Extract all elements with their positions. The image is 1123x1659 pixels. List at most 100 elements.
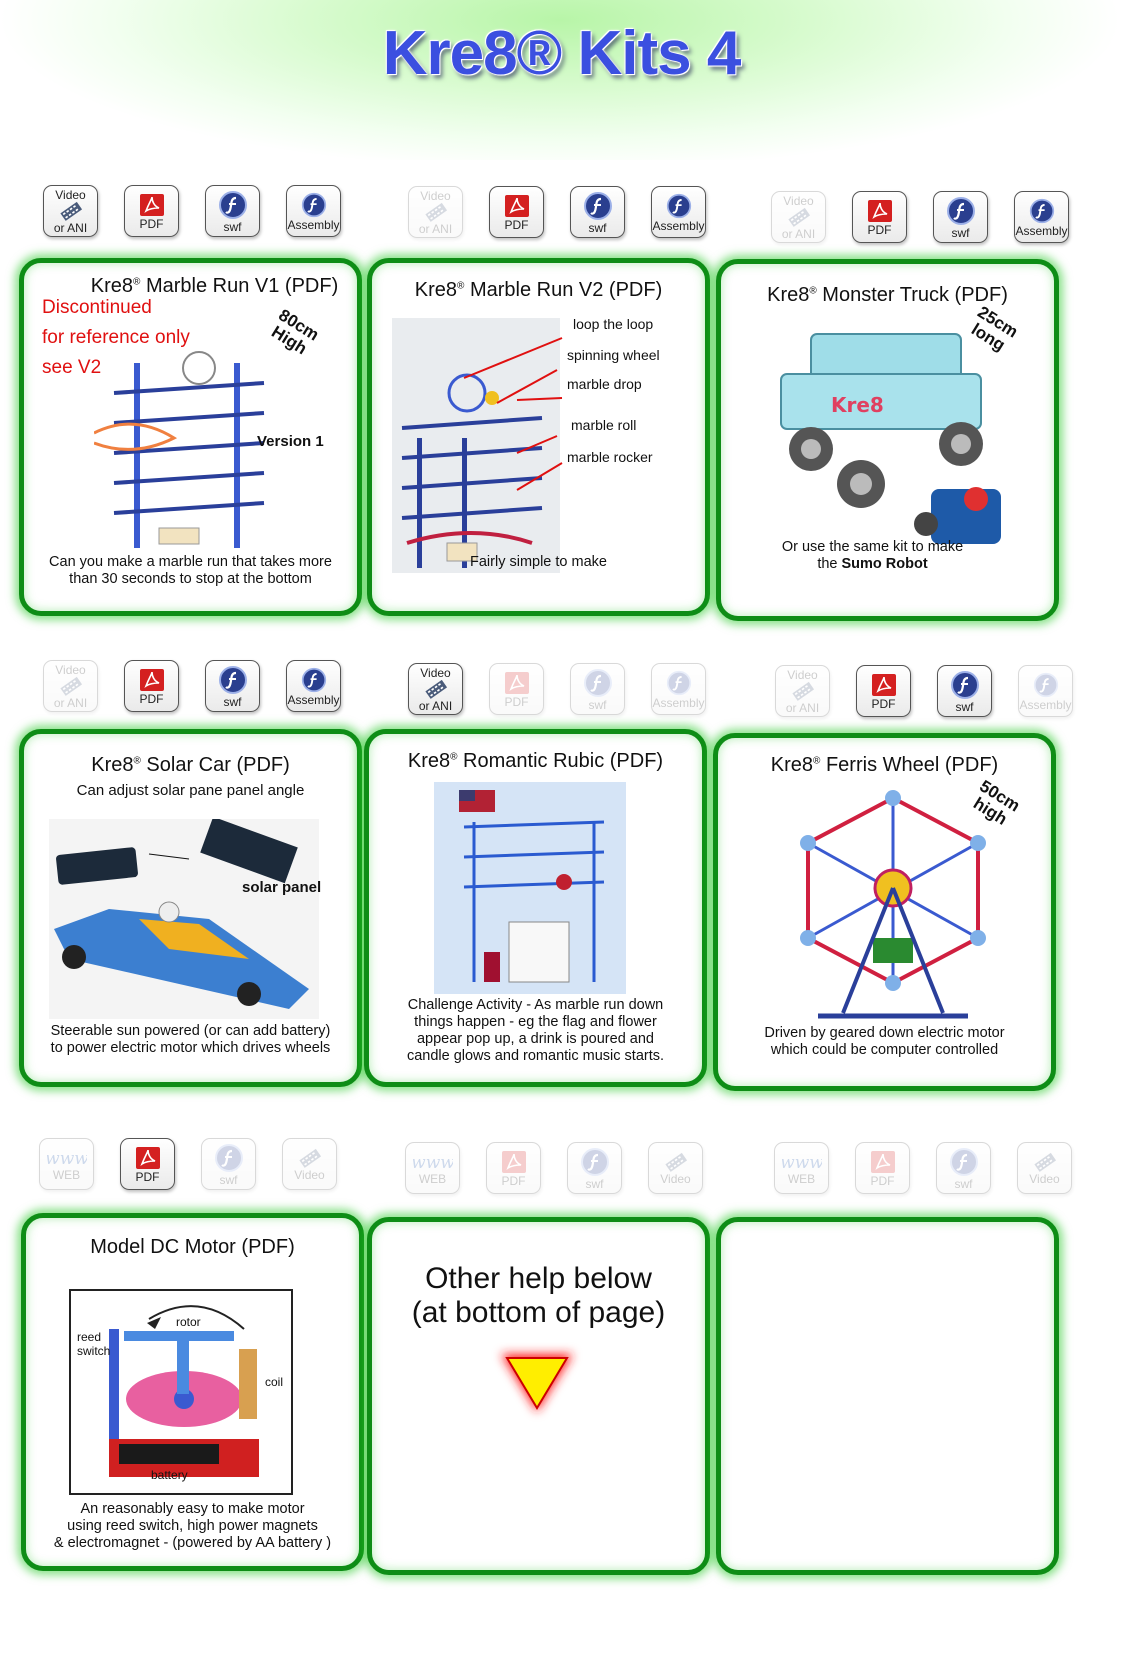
pdf-icon <box>133 1146 163 1170</box>
toolbar-other-help: WEB PDF swf Video <box>405 1142 703 1194</box>
pdf-button[interactable]: PDF <box>852 191 907 243</box>
swf-button: swf <box>936 1142 991 1194</box>
toolbar-dc-motor: WEB PDF swf Video <box>39 1138 337 1190</box>
flash-icon <box>218 190 248 220</box>
solar-car-photo <box>49 819 319 1019</box>
marble-run-v2-photo <box>392 318 560 573</box>
flash-icon <box>583 668 613 698</box>
solar-panel-label: solar panel <box>242 879 322 896</box>
video-icon <box>58 676 84 696</box>
web-icon <box>47 1148 87 1168</box>
swf-button[interactable]: swf <box>933 191 988 243</box>
pdf-icon <box>865 199 895 223</box>
flash-icon <box>950 670 980 700</box>
toolbar-monster-truck: Video or ANI PDF swf Assembly <box>771 191 1069 243</box>
assembly-button[interactable]: Assembly <box>286 660 341 712</box>
flash-icon <box>583 191 613 221</box>
pdf-button[interactable]: PDF <box>124 660 179 712</box>
pdf-icon <box>499 1150 529 1174</box>
web-button: WEB <box>39 1138 94 1190</box>
pdf-icon <box>868 1150 898 1174</box>
video-icon <box>297 1148 323 1168</box>
video-icon <box>58 201 84 221</box>
pdf-button: PDF <box>855 1142 910 1194</box>
label-coil: coil <box>265 1375 284 1389</box>
other-help-text: Other help below(at bottom of page) <box>411 1262 666 1329</box>
card-subtitle: Can adjust solar pane panel angle <box>76 782 305 799</box>
card-caption: An reasonably easy to make motor using r… <box>53 1501 332 1551</box>
swf-button[interactable]: swf <box>205 185 260 237</box>
flash-icon <box>214 1143 244 1173</box>
card-title: Model DC Motor (PDF) <box>90 1236 295 1258</box>
pdf-icon <box>137 193 167 217</box>
callout-marble-rocker: marble rocker <box>567 449 653 465</box>
flash-icon <box>301 192 327 218</box>
flash-icon <box>301 667 327 693</box>
card-caption: Steerable sun powered (or can add batter… <box>50 1023 331 1056</box>
card-caption: Challenge Activity - As marble run down … <box>406 997 665 1064</box>
video-ani-button: Video or ANI <box>408 186 463 238</box>
pdf-button: PDF <box>489 663 544 715</box>
video-button: Video <box>282 1138 337 1190</box>
card-marble-run-v1: Kre8® Marble Run V1 (PDF) Discontinued f… <box>19 258 362 616</box>
discontinued-note: Discontinued for reference only see V2 <box>42 297 190 378</box>
swf-button: swf <box>201 1138 256 1190</box>
card-title: Kre8® Solar Car (PDF) <box>91 754 290 776</box>
card-solar-car: Kre8® Solar Car (PDF) Can adjust solar p… <box>19 729 362 1087</box>
label-battery: battery <box>151 1468 188 1482</box>
video-icon <box>790 681 816 701</box>
pdf-button[interactable]: PDF <box>124 185 179 237</box>
flash-icon <box>580 1147 610 1177</box>
swf-button: swf <box>570 663 625 715</box>
version-label: Version 1 <box>257 433 324 450</box>
card-title: Kre8® Ferris Wheel (PDF) <box>770 754 999 776</box>
card-other-help: Other help below(at bottom of page) <box>367 1217 710 1575</box>
pdf-button[interactable]: PDF <box>856 665 911 717</box>
pdf-button[interactable]: PDF <box>489 186 544 238</box>
flash-icon <box>218 665 248 695</box>
assembly-button[interactable]: Assembly <box>286 185 341 237</box>
web-button: WEB <box>774 1142 829 1194</box>
card-dc-motor: Model DC Motor (PDF) rotor reed switch c… <box>21 1213 364 1571</box>
romantic-rubic-photo <box>434 782 626 994</box>
card-empty <box>716 1217 1059 1575</box>
video-button: Video <box>648 1142 703 1194</box>
card-caption: Fairly simple to make <box>470 554 607 570</box>
pdf-icon <box>502 671 532 695</box>
card-marble-run-v2: Kre8® Marble Run V2 (PDF) loop the loop … <box>367 258 710 616</box>
video-icon <box>423 202 449 222</box>
video-icon <box>423 679 449 699</box>
swf-button: swf <box>567 1142 622 1194</box>
card-romantic-rubic: Kre8® Romantic Rubic (PDF) Challenge Act… <box>364 729 707 1087</box>
pdf-icon <box>502 194 532 218</box>
flash-icon <box>1033 672 1059 698</box>
video-ani-button: Video or ANI <box>775 665 830 717</box>
assembly-button[interactable]: Assembly <box>651 186 706 238</box>
video-ani-button[interactable]: Video or ANI <box>408 663 463 715</box>
down-arrow-icon[interactable] <box>487 1342 587 1422</box>
ferris-wheel-photo <box>800 790 986 1019</box>
card-caption: Can you make a marble run that takes mor… <box>49 554 332 587</box>
svg-text:Kre8: Kre8 <box>831 393 884 417</box>
card-title: Kre8® Monster Truck (PDF) <box>767 284 1008 306</box>
callout-marble-roll: marble roll <box>571 417 637 433</box>
page-title: Kre8® Kits 4 <box>382 19 742 88</box>
video-button: Video <box>1017 1142 1072 1194</box>
toolbar-romantic-rubic: Video or ANI PDF swf Assembly <box>408 663 706 715</box>
toolbar-marble-v1: Video or ANI PDF swf Assembly <box>43 185 341 237</box>
swf-button[interactable]: swf <box>570 186 625 238</box>
swf-button[interactable]: swf <box>937 665 992 717</box>
pdf-icon <box>137 668 167 692</box>
flash-icon <box>946 196 976 226</box>
flash-icon <box>949 1147 979 1177</box>
assembly-button[interactable]: Assembly <box>1014 191 1069 243</box>
video-ani-button[interactable]: Video or ANI <box>43 185 98 237</box>
pdf-button: PDF <box>486 1142 541 1194</box>
card-caption: Or use the same kit to make the Sumo Rob… <box>781 539 964 572</box>
pdf-button[interactable]: PDF <box>120 1138 175 1190</box>
swf-button[interactable]: swf <box>205 660 260 712</box>
callout-loop: loop the loop <box>573 316 654 332</box>
